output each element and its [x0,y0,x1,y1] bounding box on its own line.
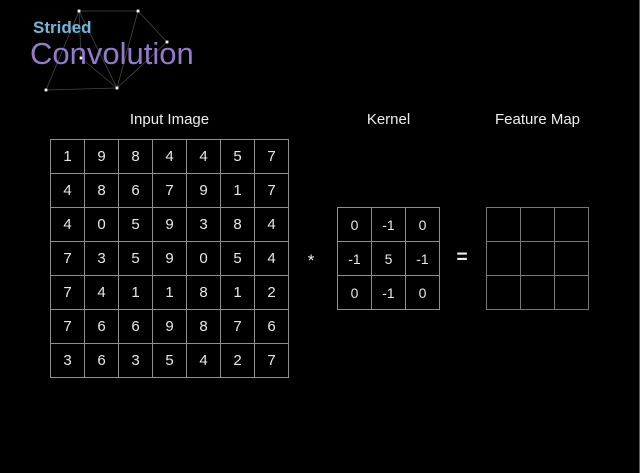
grid-cell: 5 [221,242,254,275]
grid-cell: 6 [255,310,288,343]
grid-cell: 1 [221,276,254,309]
grid-cell: 9 [153,242,186,275]
grid-cell: 9 [187,174,220,207]
input-image-label: Input Image [129,111,210,128]
grid-cell: 7 [51,276,84,309]
title-kicker: Strided [33,18,92,37]
kernel-label: Kernel [366,111,411,128]
grid-cell [555,276,588,309]
grid-cell: 7 [255,344,288,377]
grid-cell: 0 [338,276,371,309]
convolution-operator: * [307,251,315,270]
grid-cell: 4 [85,276,118,309]
grid-cell: 3 [51,344,84,377]
grid-cell: 3 [85,242,118,275]
grid-cell: -1 [372,276,405,309]
grid-cell: 9 [85,140,118,173]
grid-cell: 8 [221,208,254,241]
equals-operator: = [456,247,468,268]
grid-cell [555,242,588,275]
feature-map-label: Feature Map [494,111,581,128]
grid-cell: -1 [372,208,405,241]
grid-cell: 1 [51,140,84,173]
grid-cell: 1 [119,276,152,309]
grid-cell: 4 [51,208,84,241]
grid-cell: 0 [338,208,371,241]
grid-cell: 5 [153,344,186,377]
grid-cell: 2 [255,276,288,309]
grid-cell: 7 [51,242,84,275]
grid-cell [487,242,520,275]
grid-cell: 4 [255,242,288,275]
grid-cell: 3 [119,344,152,377]
grid-cell: 7 [255,140,288,173]
grid-cell: 0 [406,276,439,309]
grid-cell: 8 [119,140,152,173]
grid-cell: 6 [119,310,152,343]
grid-cell: 8 [187,276,220,309]
grid-cell [487,276,520,309]
grid-cell [487,208,520,241]
grid-cell: 2 [221,344,254,377]
grid-cell: 7 [221,310,254,343]
grid-cell: 9 [153,310,186,343]
grid-cell: 1 [153,276,186,309]
grid-cell: 9 [153,208,186,241]
grid-cell: 7 [51,310,84,343]
grid-cell [521,276,554,309]
grid-cell: 4 [255,208,288,241]
feature-map-grid [486,207,589,310]
grid-cell: -1 [406,242,439,275]
grid-cell: 5 [221,140,254,173]
grid-cell: 1 [221,174,254,207]
grid-cell: 0 [187,242,220,275]
network-graph [44,9,169,92]
grid-cell: 7 [153,174,186,207]
grid-cell: 3 [187,208,220,241]
grid-cell: 8 [187,310,220,343]
grid-cell [555,208,588,241]
grid-cell: 8 [85,174,118,207]
grid-cell: -1 [338,242,371,275]
grid-cell: 5 [119,208,152,241]
grid-cell: 6 [119,174,152,207]
grid-cell: 4 [187,140,220,173]
grid-cell: 5 [372,242,405,275]
grid-cell: 0 [406,208,439,241]
grid-cell [521,242,554,275]
grid-cell: 4 [51,174,84,207]
grid-cell: 4 [153,140,186,173]
grid-cell [521,208,554,241]
grid-cell: 4 [187,344,220,377]
grid-cell: 5 [119,242,152,275]
grid-cell: 6 [85,344,118,377]
grid-cell: 7 [255,174,288,207]
page-title: Convolution [30,36,194,71]
grid-cell: 0 [85,208,118,241]
grid-cell: 6 [85,310,118,343]
